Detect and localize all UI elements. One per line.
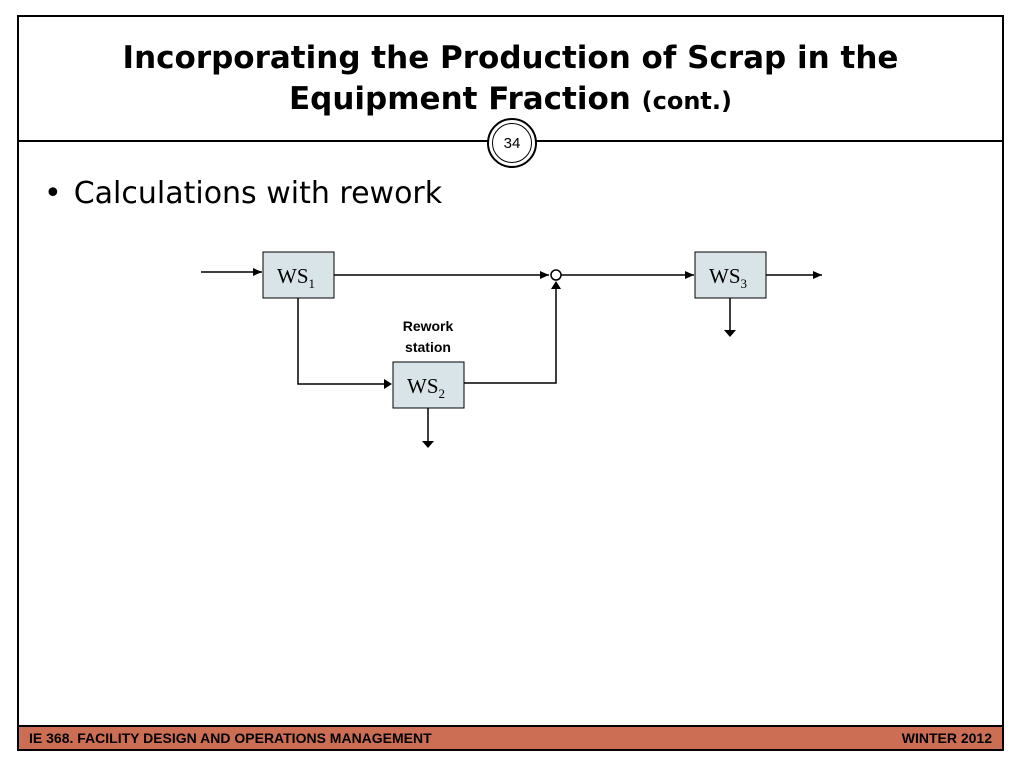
ws2-label: WS2 — [407, 374, 445, 401]
ws3-station: WS3 — [694, 251, 767, 299]
title-area: Incorporating the Production of Scrap in… — [19, 17, 1002, 142]
rework-return-path — [464, 288, 557, 384]
ws2-station: WS2 — [392, 361, 465, 409]
ws1-station: WS1 — [262, 251, 335, 299]
title-suffix: (cont.) — [641, 86, 732, 115]
page-number-badge: 34 — [487, 118, 537, 168]
rework-return-arrowhead — [551, 281, 561, 289]
footer-term: WINTER 2012 — [901, 730, 992, 746]
rework-station-label-2: station — [405, 339, 451, 355]
page-number: 34 — [492, 123, 532, 163]
junction-node — [550, 269, 562, 281]
ws1-to-rework-arrowhead — [384, 379, 392, 389]
title-line2: Equipment Fraction — [289, 80, 631, 117]
ws1-label: WS1 — [277, 264, 315, 291]
ws2-subscript: 2 — [439, 386, 446, 401]
ws3-label: WS3 — [709, 264, 747, 291]
ws3-scrap-arrowhead — [724, 330, 736, 337]
bullet-dot: • — [44, 176, 62, 211]
footer-bar: IE 368. FACILITY DESIGN AND OPERATIONS M… — [19, 725, 1002, 749]
ws2-scrap-arrowhead — [422, 441, 434, 448]
ws2-box — [392, 361, 465, 409]
slide-frame — [17, 15, 1004, 751]
ws1-box — [262, 251, 335, 299]
ws3-box — [694, 251, 767, 299]
bullet-text: Calculations with rework — [73, 176, 443, 211]
rework-station-label: Rework — [403, 318, 454, 334]
ws1-to-rework-path — [297, 298, 384, 385]
title-line1: Incorporating the Production of Scrap in… — [122, 39, 899, 76]
ws3-subscript: 3 — [741, 276, 748, 291]
footer-course: IE 368. FACILITY DESIGN AND OPERATIONS M… — [29, 730, 432, 746]
ws1-subscript: 1 — [309, 276, 316, 291]
slide-title: Incorporating the Production of Scrap in… — [123, 38, 899, 122]
bullet-item: • Calculations with rework — [44, 176, 442, 211]
